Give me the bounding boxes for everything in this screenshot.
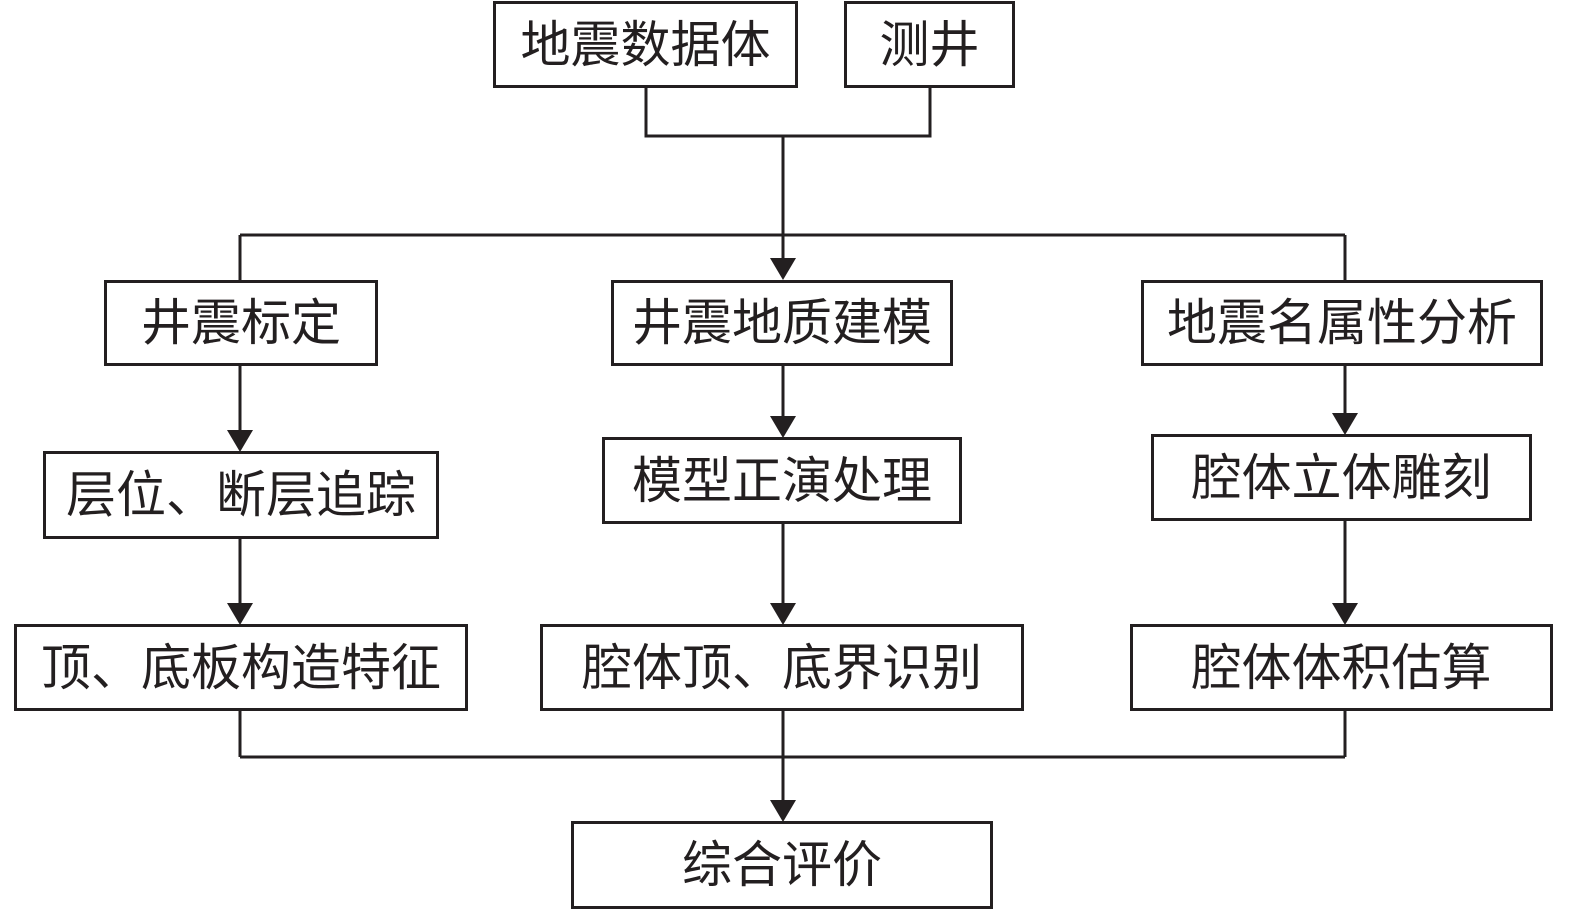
connector-inputs-merge (644, 87, 932, 138)
node-well-logging: 测井 (844, 1, 1015, 88)
node-cavity-3d-carving: 腔体立体雕刻 (1151, 434, 1532, 521)
arrowhead-to-boundary (770, 603, 796, 625)
node-cavity-boundary-identification: 腔体顶、底界识别 (540, 624, 1024, 711)
node-roof-floor-structure: 顶、底板构造特征 (14, 624, 468, 711)
node-comprehensive-evaluation: 综合评价 (571, 821, 993, 909)
arrowhead-to-tracking (227, 430, 253, 452)
node-seismic-multi-attribute: 地震名属性分析 (1141, 280, 1543, 366)
arrowhead-to-geomodel (770, 258, 796, 280)
arrowhead-to-volume (1332, 603, 1358, 625)
node-well-seismic-calibration: 井震标定 (104, 280, 378, 366)
node-model-forward-processing: 模型正演处理 (602, 437, 962, 524)
arrowhead-to-structure (227, 603, 253, 625)
arrowhead-to-evaluation (770, 800, 796, 822)
node-seismic-volume: 地震数据体 (493, 1, 798, 88)
arrowhead-to-carving (1332, 413, 1358, 435)
node-well-seismic-geomodel: 井震地质建模 (611, 280, 953, 366)
arrowhead-to-forward (770, 416, 796, 438)
node-horizon-fault-tracking: 层位、断层追踪 (43, 451, 439, 539)
node-cavity-volume-estimation: 腔体体积估算 (1130, 624, 1553, 711)
